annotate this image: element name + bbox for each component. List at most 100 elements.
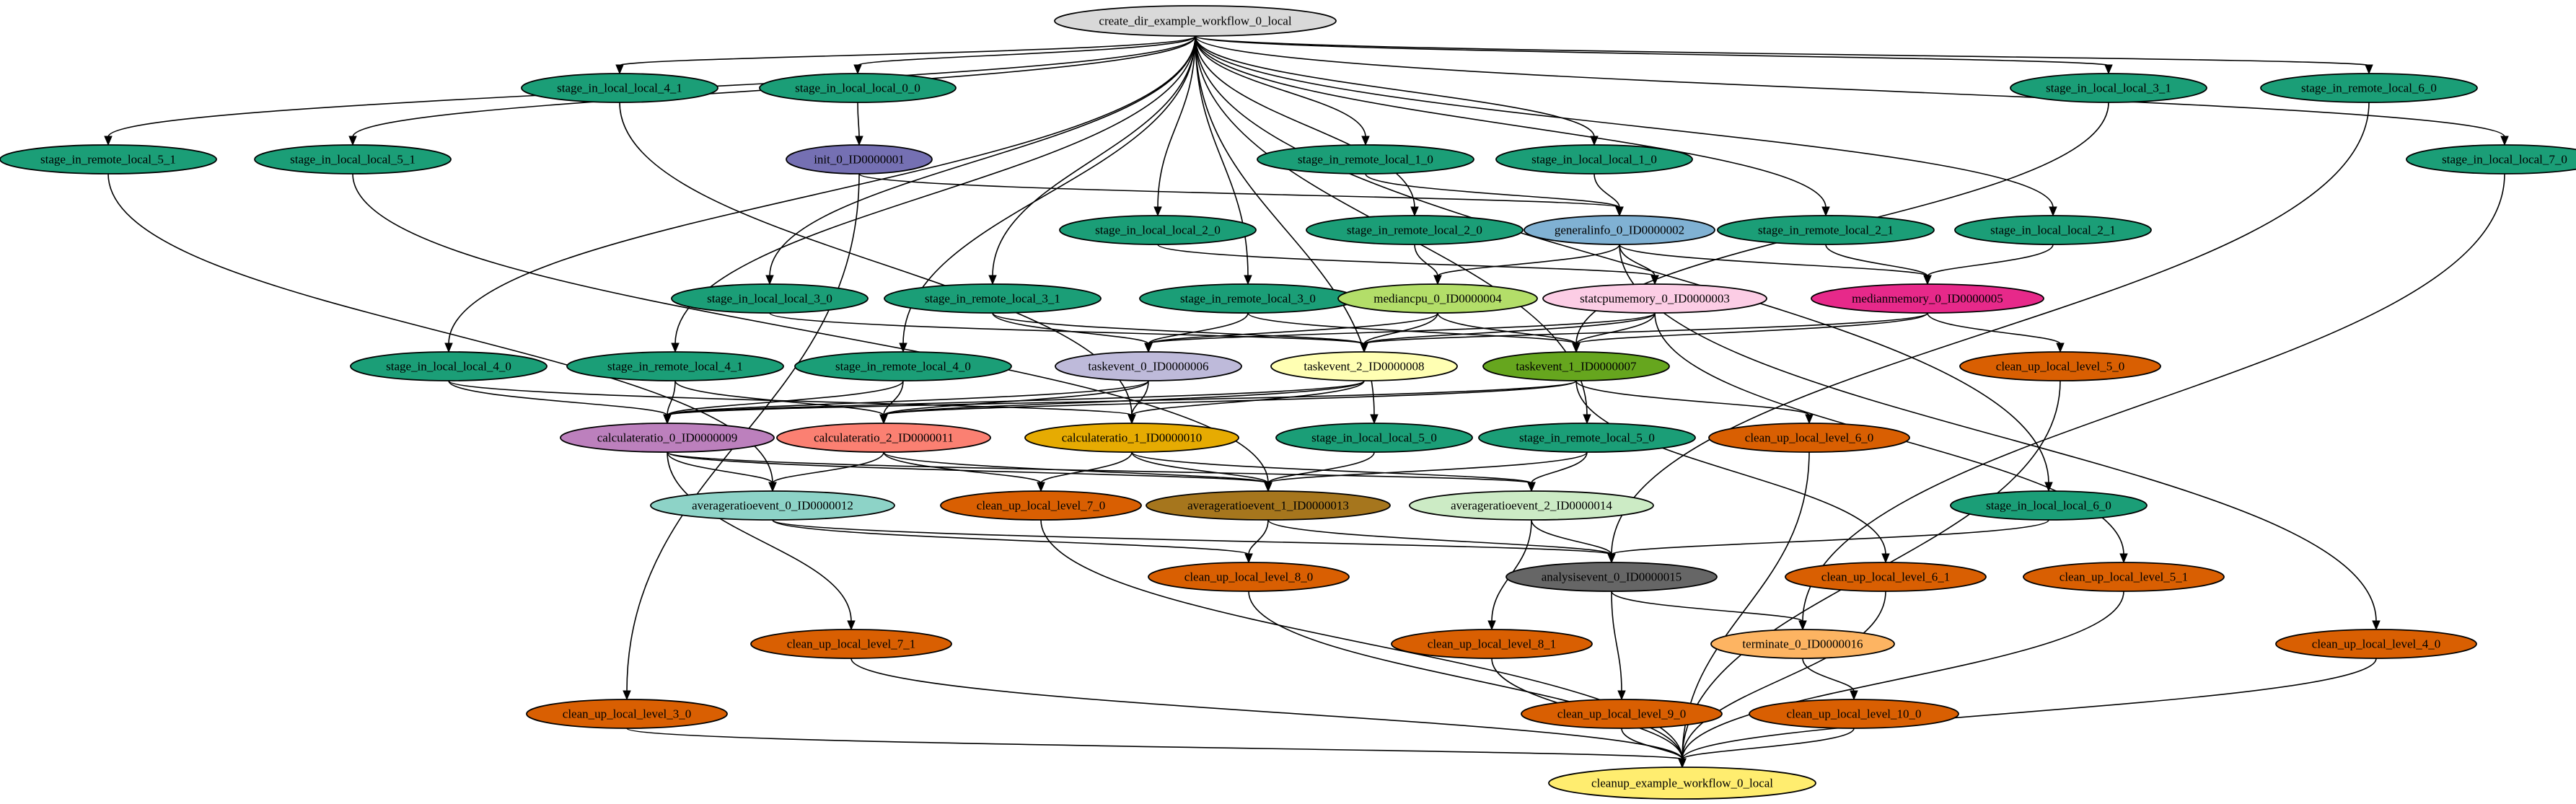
node-label: stage_in_local_local_3_1 [2046, 81, 2171, 95]
node-label: clean_up_local_level_5_0 [1996, 360, 2124, 374]
node-shape [1055, 351, 1242, 381]
edge-create-to-sil20 [1153, 35, 1196, 217]
edge-line [1437, 244, 1620, 277]
edge-line [667, 380, 1149, 416]
edge-line [1267, 451, 1588, 484]
edge-line [1195, 35, 1827, 208]
edge-arrowhead [1127, 414, 1136, 425]
edge-arrowhead [1615, 206, 1624, 217]
node-init: init_0_ID0000001 [786, 144, 933, 175]
edge-calc1-to-avg2 [1131, 451, 1536, 492]
edge-calc2-to-avg1 [883, 451, 1272, 492]
edge-line [1682, 591, 1886, 760]
edge-line [992, 312, 1365, 345]
edge-line [448, 380, 1133, 416]
node-label: mediancpu_0_ID0000004 [1373, 292, 1502, 306]
node-label: stage_in_local_local_2_1 [1990, 224, 2116, 237]
node-label: stage_in_remote_local_1_0 [1298, 153, 1433, 167]
edge-task2-to-calc1 [1127, 380, 1365, 425]
edge-line [1157, 35, 1196, 208]
edge-line [1195, 35, 1366, 138]
node-sil50: stage_in_local_local_5_0 [1275, 423, 1473, 453]
node-label: stage_in_remote_local_4_0 [835, 360, 971, 374]
edge-line [992, 35, 1196, 277]
edge-geninfo-to-cul40 [1619, 244, 2381, 631]
edge-line [1148, 312, 1656, 345]
edge-line [850, 658, 1683, 760]
node-create: create_dir_example_workflow_0_local [1054, 5, 1337, 37]
edge-line [667, 380, 1577, 416]
edge-sir21-to-medmem [1825, 244, 1932, 286]
edge-cul30-to-cleanup [626, 728, 1687, 769]
edge-sil00-to-init [855, 102, 863, 146]
node-shape [1482, 351, 1670, 381]
node-shape [566, 351, 784, 381]
edge-arrowhead [1923, 275, 1932, 286]
edge-line [1611, 591, 1803, 622]
node-shape [1270, 351, 1458, 381]
edge-avg1-to-analysis [1267, 519, 1616, 564]
edge-create-to-sil4b [444, 35, 1196, 353]
edge-line [883, 380, 904, 416]
node-geninfo: generalinfo_0_ID0000002 [1524, 215, 1715, 245]
node-shape [1024, 423, 1239, 453]
edge-line [1195, 35, 2109, 66]
edge-line [1148, 312, 1438, 345]
edge-arrowhead [1572, 343, 1581, 353]
edge-line [1363, 312, 1928, 345]
edge-create-to-sir21 [1195, 35, 1830, 217]
node-shape [1811, 283, 2044, 314]
edge-create-to-sil00 [853, 35, 1196, 75]
edge-line [667, 451, 773, 484]
edge-arrowhead [1583, 414, 1591, 425]
node-cul70: clean_up_local_level_7_0 [940, 490, 1142, 521]
node-cul90: clean_up_local_level_9_0 [1521, 699, 1723, 729]
node-label: calculateratio_1_ID0000010 [1062, 431, 1203, 445]
node-cul80: clean_up_local_level_8_0 [1148, 562, 1350, 592]
node-shape [1710, 629, 1895, 659]
node-label: stage_in_local_local_2_0 [1095, 224, 1221, 237]
edge-medmem-to-task1 [1572, 312, 1928, 353]
node-shape [1954, 215, 2152, 245]
node-label: taskevent_0_ID0000006 [1088, 360, 1208, 374]
node-shape [1478, 423, 1696, 453]
node-shape [1257, 144, 1474, 175]
edge-line [1131, 451, 1269, 484]
node-shape [1391, 629, 1593, 659]
edge-task1-to-cul60 [1575, 380, 1814, 425]
node-sir31: stage_in_remote_local_3_1 [884, 283, 1102, 314]
node-cul30: clean_up_local_level_3_0 [526, 699, 728, 729]
edge-line [1682, 728, 1855, 760]
edge-avg2-to-analysis [1531, 519, 1616, 564]
node-sil00: stage_in_local_local_0_0 [759, 73, 957, 103]
edge-sir40-to-calc0 [663, 380, 904, 425]
edge-arrowhead [1821, 206, 1830, 217]
node-shape [1749, 699, 1959, 729]
node-sir30: stage_in_remote_local_3_0 [1139, 283, 1357, 314]
node-label: stage_in_local_local_4_0 [386, 360, 511, 374]
edge-arrowhead [1678, 758, 1687, 769]
edge-line [1575, 312, 1928, 345]
node-sir10: stage_in_remote_local_1_0 [1257, 144, 1474, 175]
node-shape [1717, 215, 1935, 245]
edge-line [1802, 173, 2505, 622]
node-label: stage_in_remote_local_5_1 [40, 153, 176, 167]
edge-line [769, 312, 1365, 345]
edge-arrowhead [1264, 482, 1272, 492]
node-sir20: stage_in_remote_local_2_0 [1306, 215, 1524, 245]
edge-arrowhead [1881, 553, 1890, 564]
node-shape [1059, 215, 1257, 245]
edge-line [1621, 728, 1683, 760]
edge-arrowhead [1144, 343, 1153, 353]
edge-calc2-to-avg0 [768, 451, 884, 492]
edge-line [1195, 35, 2370, 66]
edge-arrowhead [623, 690, 631, 701]
node-shape [1337, 283, 1538, 314]
edge-line [1927, 244, 2054, 277]
edge-arrowhead [2119, 553, 2128, 564]
edge-arrowhead [1360, 343, 1368, 353]
edge-arrowhead [1244, 553, 1253, 564]
node-label: statcpumemory_0_ID0000003 [1580, 292, 1730, 306]
edge-line [667, 380, 676, 416]
